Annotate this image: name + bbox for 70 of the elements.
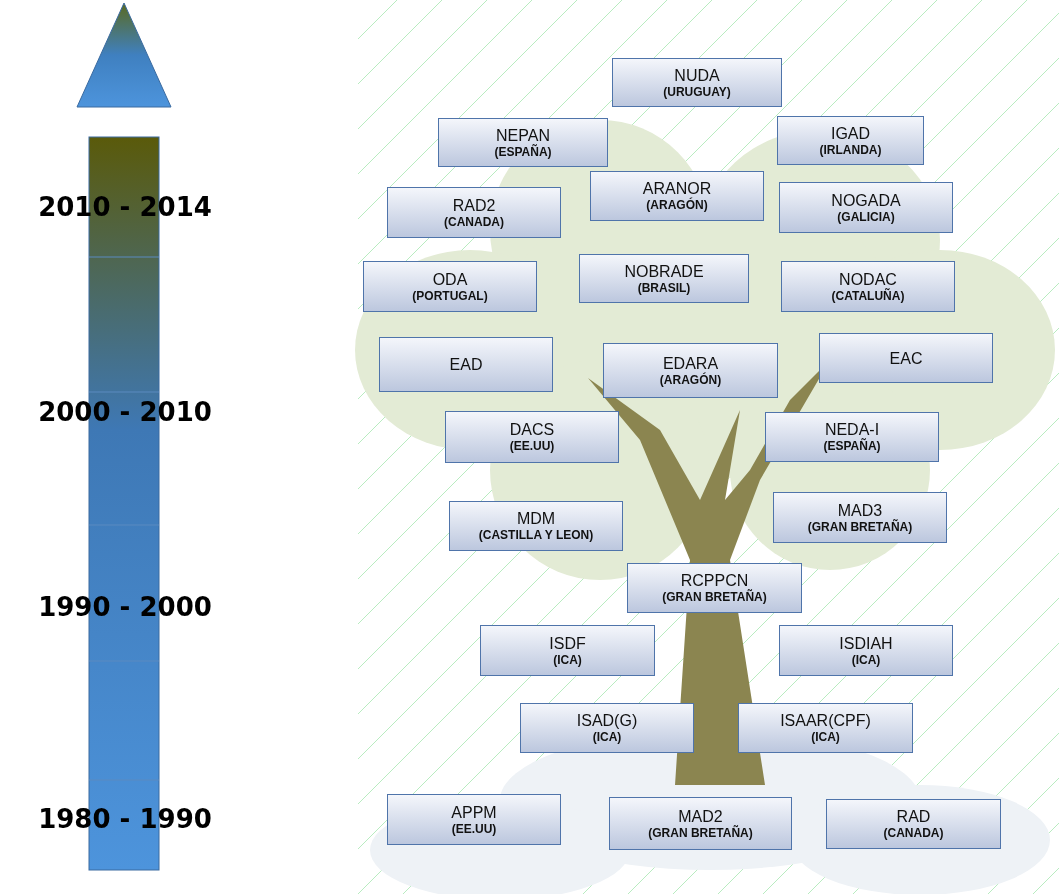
- standard-name: IGAD: [830, 123, 871, 143]
- standard-name: NEDA-I: [824, 420, 880, 438]
- standard-name: EDARA: [662, 353, 719, 372]
- standard-box: [627, 563, 802, 613]
- origin-label: (URUGUAY): [663, 84, 731, 100]
- origin-label: (ARAGÓN): [646, 198, 708, 213]
- standard-name: ISAD(G): [576, 711, 638, 730]
- origin-label: (GALICIA): [837, 209, 895, 225]
- standard-box: [579, 254, 749, 303]
- standard-box: [520, 703, 694, 753]
- standard-box: [449, 501, 623, 551]
- standard-name: MAD2: [678, 806, 723, 825]
- standard-name: RAD2: [452, 195, 496, 215]
- standard-box: [612, 58, 782, 107]
- standard-name: NOBRADE: [624, 261, 704, 281]
- standard-box: [777, 116, 924, 165]
- standard-box: [773, 492, 947, 543]
- standard-box: [781, 261, 955, 312]
- standard-box: [609, 797, 792, 850]
- standard-box: [387, 187, 561, 238]
- origin-label: (CATALUÑA): [831, 288, 905, 304]
- origin-label: (ESPAÑA): [494, 144, 552, 160]
- origin-label: (GRAN BRETAÑA): [807, 519, 913, 535]
- origin-label: (GRAN BRETAÑA): [648, 825, 753, 841]
- origin-label: (ICA): [592, 730, 622, 745]
- standard-name: ISAAR(CPF): [780, 711, 871, 730]
- origin-label: (EE.UU): [509, 439, 555, 454]
- standard-box: [819, 333, 993, 383]
- origin-label: (ICA): [851, 652, 881, 668]
- origin-label: (CANADA): [883, 826, 944, 841]
- origin-label: (IRLANDA): [819, 142, 882, 158]
- origin-label: (PORTUGAL): [412, 288, 488, 304]
- standard-box: [438, 118, 608, 167]
- standard-box: [387, 794, 561, 845]
- standard-box: [603, 343, 778, 398]
- standard-name: NOGADA: [831, 190, 901, 210]
- standard-name: RAD: [896, 807, 931, 826]
- origin-label: (CANADA): [444, 214, 504, 230]
- standard-name: RCPPCN: [680, 571, 749, 589]
- standard-box: [779, 182, 953, 233]
- standard-box: [779, 625, 953, 676]
- standard-name: DACS: [509, 420, 555, 439]
- origin-label: (ICA): [553, 652, 582, 668]
- standard-name: NODAC: [839, 269, 897, 288]
- standard-name: ODA: [432, 269, 468, 289]
- standard-name: MAD3: [837, 500, 883, 519]
- standard-name: NEPAN: [496, 125, 550, 144]
- standard-name: ARANOR: [642, 179, 712, 197]
- standard-box: [445, 411, 619, 463]
- standard-box: [480, 625, 655, 676]
- standard-box: [590, 171, 764, 221]
- origin-label: (ICA): [811, 730, 840, 745]
- standard-name: ISDIAH: [839, 633, 893, 653]
- origin-label: (GRAN BRETAÑA): [662, 590, 767, 605]
- standard-box: [379, 337, 553, 392]
- standard-name: APPM: [451, 802, 497, 822]
- origin-label: (BRASIL): [637, 280, 691, 296]
- origin-label: (ESPAÑA): [823, 439, 881, 454]
- standard-name: EAC: [889, 348, 923, 368]
- standard-box: [738, 703, 913, 753]
- standard-name: ISDF: [549, 633, 586, 653]
- origin-label: (ARAGÓN): [659, 372, 722, 388]
- standard-name: MDM: [516, 509, 556, 528]
- standard-box: [765, 412, 939, 462]
- standard-box: [363, 261, 537, 312]
- standard-name: NUDA: [674, 65, 720, 85]
- standard-box: [826, 799, 1001, 849]
- origin-label: (EE.UU): [451, 821, 497, 837]
- origin-label: (CASTILLA Y LEON): [478, 528, 594, 543]
- standard-name: EAD: [449, 355, 483, 374]
